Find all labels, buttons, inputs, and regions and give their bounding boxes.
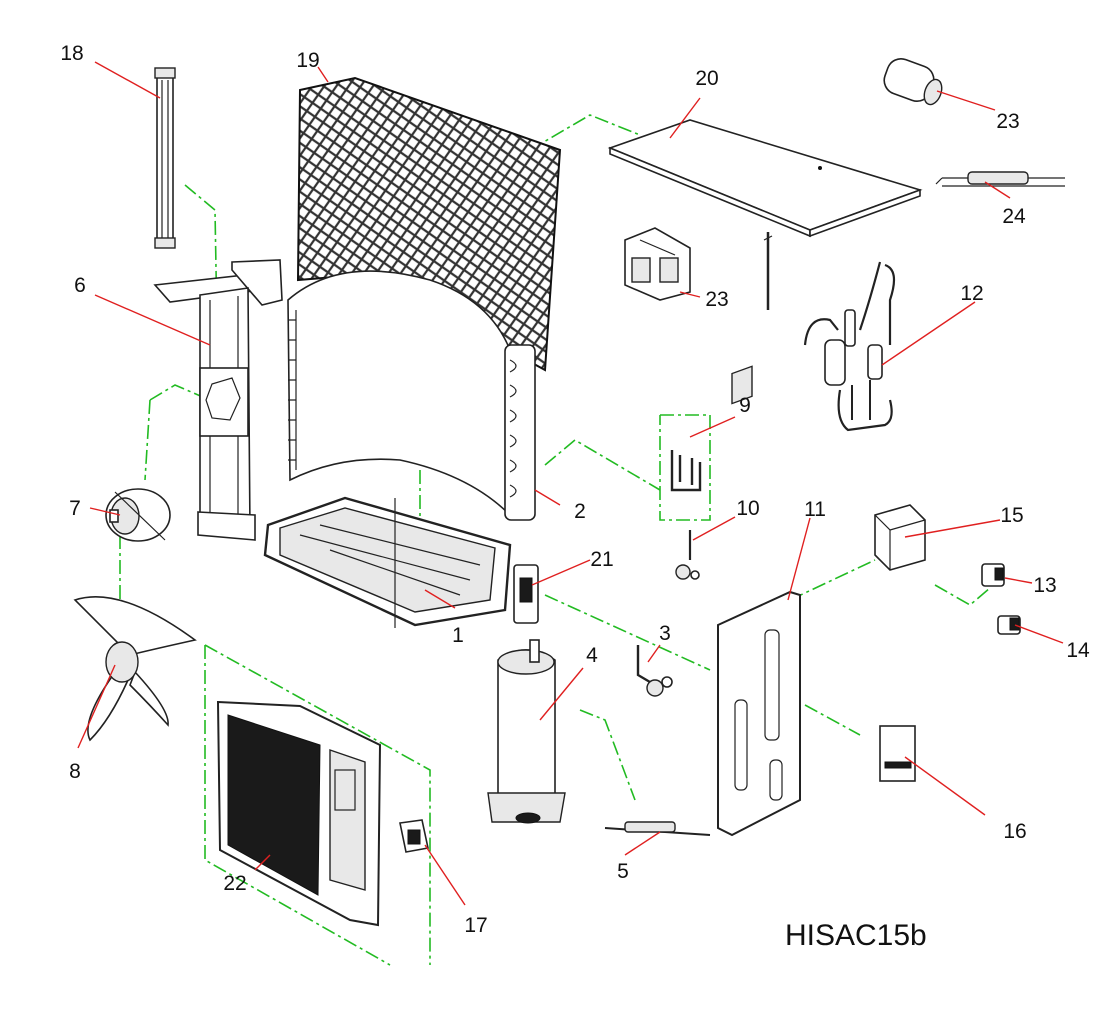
model-code-label: HISAC15b bbox=[785, 919, 927, 952]
callout-4: 4 bbox=[586, 644, 598, 667]
callout-23-mid: 23 bbox=[705, 288, 728, 311]
part-16-cover bbox=[879, 725, 916, 782]
callout-16: 16 bbox=[1003, 820, 1026, 843]
part-21-terminal-block bbox=[513, 564, 539, 624]
part-4-compressor bbox=[487, 639, 566, 824]
callout-3: 3 bbox=[659, 622, 671, 645]
part-15-control-box bbox=[874, 504, 926, 571]
coil-return-bends bbox=[504, 344, 536, 521]
part-9-clip bbox=[670, 450, 702, 492]
callout-2: 2 bbox=[574, 500, 586, 523]
part-11-side-panel bbox=[717, 365, 801, 837]
assembly-guide-lines bbox=[119, 114, 991, 966]
part-20-top-panel bbox=[607, 119, 923, 238]
callout-5: 5 bbox=[617, 860, 629, 883]
callout-6: 6 bbox=[74, 274, 86, 297]
callout-17: 17 bbox=[464, 914, 487, 937]
part-13-relay bbox=[981, 563, 1005, 587]
callout-24: 24 bbox=[1002, 205, 1026, 228]
part-8-fan-blade bbox=[73, 596, 197, 742]
part-14-component bbox=[997, 615, 1021, 635]
part-1-base-pan bbox=[263, 496, 512, 628]
callout-11: 11 bbox=[804, 498, 826, 521]
callout-13: 13 bbox=[1033, 574, 1056, 597]
part-24-pipe bbox=[935, 171, 1065, 187]
callout-23-top: 23 bbox=[996, 110, 1019, 133]
callout-14: 14 bbox=[1066, 639, 1090, 662]
part-10-valve bbox=[675, 530, 700, 580]
callout-21: 21 bbox=[590, 548, 613, 571]
callout-7: 7 bbox=[69, 497, 81, 520]
part-23-capacitor bbox=[883, 58, 943, 106]
callout-1: 1 bbox=[452, 624, 464, 647]
part-18-bracket bbox=[154, 67, 176, 249]
part-12-valve-assembly bbox=[803, 261, 896, 432]
part-17-plate bbox=[399, 819, 429, 853]
callout-15: 15 bbox=[1000, 504, 1023, 527]
part-6-motor-bracket bbox=[153, 259, 283, 541]
callout-20: 20 bbox=[695, 67, 718, 90]
callout-12: 12 bbox=[960, 282, 983, 305]
part-3-service-valve bbox=[636, 645, 673, 697]
callout-19: 19 bbox=[296, 49, 319, 72]
part-5-bracket bbox=[604, 821, 711, 836]
leader-lines bbox=[77, 61, 1064, 906]
part-19-condenser-coil bbox=[287, 76, 562, 521]
callout-10: 10 bbox=[736, 497, 759, 520]
callout-22: 22 bbox=[223, 872, 246, 895]
small-rod bbox=[763, 232, 773, 310]
callout-8: 8 bbox=[69, 760, 81, 783]
callout-labels: 1 2 3 4 5 6 7 8 9 10 11 12 13 14 15 16 1… bbox=[60, 42, 1090, 937]
part-23-reactor bbox=[624, 227, 691, 301]
part-22-front-panel bbox=[216, 700, 382, 927]
callout-9: 9 bbox=[739, 394, 751, 417]
part-7-fan-motor bbox=[105, 488, 171, 542]
callout-18: 18 bbox=[60, 42, 83, 65]
